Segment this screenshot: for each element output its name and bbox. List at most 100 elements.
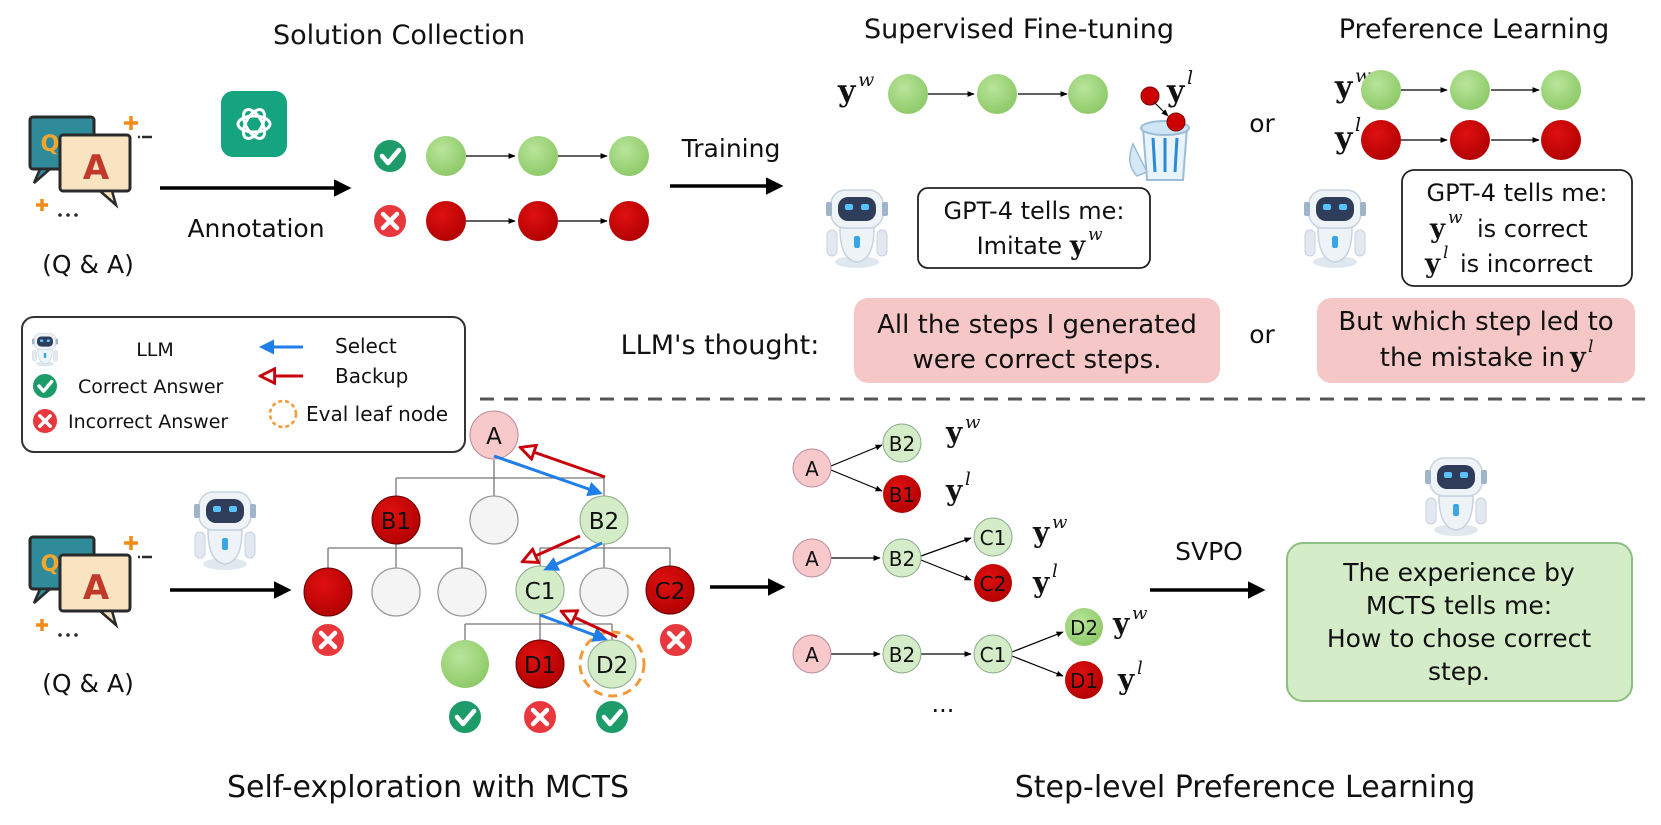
qa-label-top: (Q & A) xyxy=(42,250,134,279)
tree-node-c2 xyxy=(645,565,695,615)
legend-check-icon xyxy=(30,371,60,401)
svg-text:l: l xyxy=(1052,561,1058,582)
eval-leaf-ring xyxy=(578,630,646,698)
svg-text:y: y xyxy=(1424,249,1441,279)
pref-bubble-line3: y l is incorrect xyxy=(1424,243,1593,279)
qa-icon-bottom: Q A xyxy=(28,534,154,639)
svg-text:y: y xyxy=(1569,342,1587,373)
svg-text:y: y xyxy=(945,416,963,449)
select-arrows xyxy=(493,454,608,642)
thought-sft-line1: All the steps I generated xyxy=(877,310,1197,340)
svg-text:y: y xyxy=(1032,566,1050,599)
tree-node-d1 xyxy=(515,639,565,689)
solution-collection-title: Solution Collection xyxy=(273,20,525,51)
self-exploration-title: Self-exploration with MCTS xyxy=(227,770,629,805)
svg-text:l: l xyxy=(1187,67,1193,89)
svg-text:y: y xyxy=(837,74,857,109)
step-pair-2: A B2 C1 C2 y w y l xyxy=(792,512,1068,602)
legend-correct: Correct Answer xyxy=(78,376,224,398)
legend-eval-circle xyxy=(268,399,298,429)
thought-pref-line1: But which step led to xyxy=(1338,307,1613,337)
sft-speech-bubble xyxy=(917,187,1151,269)
svg-text:A: A xyxy=(83,568,110,608)
legend-llm: LLM xyxy=(136,339,174,361)
discarded-node xyxy=(1140,86,1160,106)
llm-thought-label: LLM's thought: xyxy=(621,330,820,361)
legend-box xyxy=(21,316,466,453)
trash-can-icon xyxy=(1129,120,1190,181)
tree-node-unvisited xyxy=(371,567,421,617)
svpo-line4: step. xyxy=(1428,657,1490,686)
svg-text:B1: B1 xyxy=(381,509,411,535)
qa-label-bottom: (Q & A) xyxy=(42,669,134,698)
svg-text:A: A xyxy=(805,643,819,667)
sft-yw-label: y w xyxy=(837,69,874,109)
legend-backup: Backup xyxy=(335,364,408,388)
tree-node-b2 xyxy=(579,495,629,545)
or-middle: or xyxy=(1249,320,1275,349)
tree-node-b1 xyxy=(371,495,421,545)
thought-bubble-sft xyxy=(854,298,1220,383)
legend-select: Select xyxy=(335,334,397,358)
incorrect-chain xyxy=(426,201,649,241)
pref-winning-chain xyxy=(1361,70,1581,110)
robot-icon xyxy=(825,189,889,269)
svg-text:B2: B2 xyxy=(589,509,619,535)
svg-text:w: w xyxy=(858,69,874,91)
legend-eval: Eval leaf node xyxy=(306,402,448,426)
svg-text:y: y xyxy=(1166,74,1186,109)
svg-text:B2: B2 xyxy=(889,643,915,667)
check-icon xyxy=(373,139,407,173)
cross-icon xyxy=(311,623,345,657)
svg-text:y: y xyxy=(1112,607,1130,640)
pref-speech-bubble xyxy=(1401,169,1633,287)
tree-node-unvisited xyxy=(469,495,519,545)
svg-text:w: w xyxy=(1052,512,1068,533)
svg-text:l: l xyxy=(965,469,971,490)
step-pair-1: A B2 B1 y w y l xyxy=(792,412,981,513)
svg-text:C1: C1 xyxy=(980,643,1007,667)
chatgpt-logo-icon xyxy=(221,91,287,157)
svg-text:y: y xyxy=(1032,516,1050,549)
robot-icon xyxy=(1424,457,1488,537)
tree-node-c1 xyxy=(515,565,565,615)
pairs-ellipsis: ... xyxy=(932,690,955,718)
svg-text:D2: D2 xyxy=(1070,616,1098,640)
legend-incorrect: Incorrect Answer xyxy=(68,411,228,433)
svg-text:C1: C1 xyxy=(525,579,556,605)
or-top: or xyxy=(1249,109,1275,138)
thought-bubble-pref xyxy=(1317,298,1635,383)
svg-text:y: y xyxy=(1334,70,1354,105)
preference-learning-title: Preference Learning xyxy=(1339,14,1610,45)
tree-node-unvisited xyxy=(579,567,629,617)
legend-cross-icon xyxy=(30,406,60,436)
svg-text:Imitate: Imitate xyxy=(977,232,1062,260)
svg-text:A: A xyxy=(805,457,819,481)
thought-sft-line2: were correct steps. xyxy=(913,345,1162,375)
svg-text:B1: B1 xyxy=(889,483,915,507)
step-pair-3: A B2 C1 D2 D1 y w y l xyxy=(792,603,1148,699)
svg-text:C1: C1 xyxy=(980,526,1007,550)
sft-bubble-line1: GPT-4 tells me: xyxy=(944,197,1125,225)
svg-text:l: l xyxy=(1588,337,1593,357)
pref-yl-label: y l xyxy=(1334,114,1361,156)
training-label: Training xyxy=(681,134,781,163)
svpo-line1: The experience by xyxy=(1342,558,1575,587)
robot-icon xyxy=(193,491,257,571)
supervised-finetuning-title: Supervised Fine-tuning xyxy=(864,14,1174,45)
check-icon xyxy=(448,700,482,734)
tree-node-a xyxy=(469,410,519,460)
svg-text:y: y xyxy=(1429,214,1446,244)
cross-icon xyxy=(373,204,407,238)
svg-text:w: w xyxy=(1132,603,1148,624)
svg-text:l: l xyxy=(1137,658,1143,679)
svpo-line2: MCTS tells me: xyxy=(1366,591,1552,620)
svg-text:Q: Q xyxy=(41,552,60,577)
svg-text:A: A xyxy=(486,424,502,450)
robot-icon xyxy=(1303,189,1367,269)
tree-node-unvisited xyxy=(437,567,487,617)
tree-edges xyxy=(327,460,671,641)
correct-chain xyxy=(426,136,649,176)
tree-node-d2 xyxy=(587,639,637,689)
svg-text:l: l xyxy=(1355,114,1361,136)
